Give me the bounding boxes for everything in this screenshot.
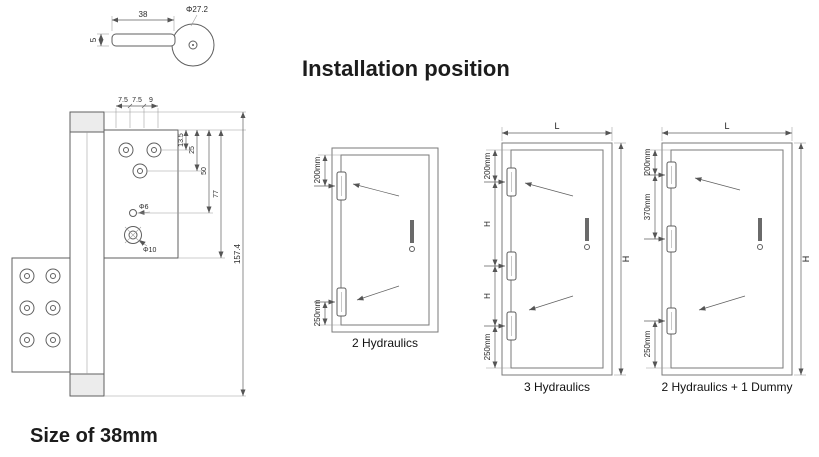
dim-label-hole-small: Φ6 (139, 204, 149, 211)
screw-hole-center (123, 147, 129, 153)
small-hole-phi6 (129, 209, 137, 217)
door-panel (340, 154, 430, 326)
door-lock-cylinder (584, 244, 590, 250)
dim-label-mid-lower: H (483, 293, 492, 299)
page-title: Installation position (302, 56, 510, 81)
door-handle (585, 218, 589, 241)
hinge-barrel-bottom-cap (69, 373, 105, 397)
door-caption: 3 Hydraulics (524, 380, 590, 394)
dim-label-height: H (621, 256, 631, 263)
door-diagram-3-hydraulics: L 200mm H H 250mm H 3 Hydraulics (483, 121, 631, 394)
pointer-arrow-top (524, 182, 574, 197)
screw-hole-center (151, 147, 157, 153)
cross-mark (124, 226, 142, 244)
screw-hole-center (50, 305, 56, 311)
dim-tick (141, 103, 147, 109)
dim-label-bottom-offset: 250mm (313, 299, 322, 326)
dim-label-pitch2: 7.5 (132, 97, 142, 104)
dim-label-hole-large: Φ10 (143, 247, 156, 254)
screw-hole-center (24, 273, 30, 279)
dim-label-pitch1: 7.5 (118, 97, 128, 104)
door-handle (758, 218, 762, 241)
screw-hole-center (50, 337, 56, 343)
door-diagram-2-hydraulics-1-dummy: L 200mm 370mm 250mm H 2 Hydraulics + 1 D… (643, 121, 811, 394)
hinge-front-view: Φ6 Φ10 7.5 7.5 (11, 97, 246, 397)
pointer-arrow-top (694, 177, 741, 191)
dim-label-v1: 13.5 (178, 133, 185, 147)
dim-label-v2: 25 (189, 146, 196, 154)
right-plate-holes (118, 142, 162, 244)
dim-tick (127, 103, 133, 109)
dim-label-second-offset: 370mm (643, 193, 652, 220)
door-lock-cylinder (409, 246, 415, 252)
pointer-arrow-bottom (356, 285, 400, 301)
dim-label-pitch3: 9 (149, 97, 153, 104)
screw-hole-center (24, 305, 30, 311)
dim-label-bottom-offset: 250mm (643, 330, 652, 357)
screw-hole-center (137, 168, 143, 174)
dim-label-bottom-offset: 250mm (483, 333, 492, 360)
screw-hole-center (50, 273, 56, 279)
dim-label-knuckle-diameter: Φ27.2 (186, 5, 209, 14)
leader-line (138, 239, 148, 247)
pointer-arrow-top (352, 183, 400, 197)
screw-hole-center (24, 337, 30, 343)
vertical-dimensions: 13.5 25 50 77 157.4 (104, 111, 246, 397)
dim-label-top-offset: 200mm (483, 152, 492, 179)
left-plate-holes (19, 268, 61, 348)
door-lock-cylinder (757, 244, 763, 250)
door-caption: 2 Hydraulics + 1 Dummy (661, 380, 792, 394)
pointer-arrow-bottom (528, 295, 574, 311)
dim-label-mid-upper: H (483, 221, 492, 227)
dim-label-leaf-thickness: 5 (89, 37, 98, 42)
dim-label-v3: 50 (201, 167, 208, 175)
door-handle (410, 220, 414, 243)
dim-label-total-height: 157.4 (233, 243, 242, 264)
dim-label-v4: 77 (213, 190, 220, 198)
dim-label-leaf-length: 38 (139, 10, 148, 19)
pitch-dimensions: 7.5 7.5 9 (115, 97, 159, 128)
door-panel (670, 149, 784, 369)
door-diagram-2-hydraulics: 200mm 250mm 2 Hydraulics (313, 147, 439, 350)
dim-label-top-offset: 200mm (643, 148, 652, 175)
hinge-barrel-top-cap (69, 111, 105, 133)
size-note: Size of 38mm (30, 425, 158, 447)
hinge-pin-center (192, 44, 194, 46)
dim-label-height: H (801, 256, 811, 263)
dim-label-width: L (724, 121, 729, 131)
pointer-arrow-bottom (698, 295, 746, 311)
door-caption: 2 Hydraulics (352, 336, 418, 350)
hinge-leaf-profile (111, 33, 176, 47)
hinge-top-view: 38 5 Φ27.2 (89, 5, 215, 67)
dim-label-width: L (554, 121, 559, 131)
dim-label-top-offset: 200mm (313, 156, 322, 183)
leader-line (190, 14, 198, 27)
door-panel (510, 149, 604, 369)
